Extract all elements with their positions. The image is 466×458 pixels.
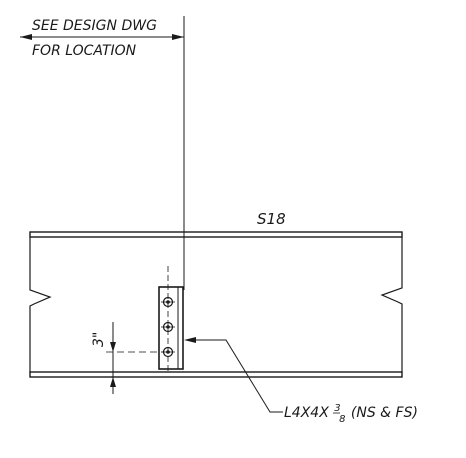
note-line-2: FOR LOCATION	[32, 43, 137, 59]
beam-label: S18	[257, 210, 286, 228]
callout-arrowhead	[184, 337, 196, 343]
dimension-arrowhead-bottom	[110, 377, 116, 387]
location-note: SEE DESIGN DWG FOR LOCATION	[20, 18, 184, 59]
dimension-label: 3"	[91, 332, 107, 347]
note-line-1: SEE DESIGN DWG	[32, 18, 157, 34]
angle-callout: L4X4X 3 8 (NS & FS)	[184, 337, 418, 426]
beam-bottom-flange	[29, 371, 403, 378]
bolt-icon	[161, 321, 175, 333]
callout-prefix: L4X4X	[284, 405, 329, 421]
bolt-icon	[161, 296, 175, 308]
callout-fraction-den: 8	[339, 414, 345, 425]
callout-fraction-num: 3	[334, 403, 340, 414]
note-arrowhead-left	[20, 34, 32, 40]
beam	[29, 231, 403, 378]
beam-break-right	[380, 237, 403, 372]
bolt-icon	[161, 346, 175, 358]
connection-angle	[158, 266, 184, 372]
beam-break-left	[29, 237, 52, 372]
beam-top-flange	[29, 231, 403, 238]
dimension-3in: 3"	[91, 322, 163, 394]
callout-leader	[190, 339, 283, 413]
note-arrowhead-right	[172, 34, 184, 40]
callout-suffix: (NS & FS)	[351, 405, 418, 421]
angle-outline	[158, 286, 184, 370]
callout-text: L4X4X 3 8 (NS & FS)	[284, 399, 418, 426]
dimension-arrowhead-top	[110, 342, 116, 352]
